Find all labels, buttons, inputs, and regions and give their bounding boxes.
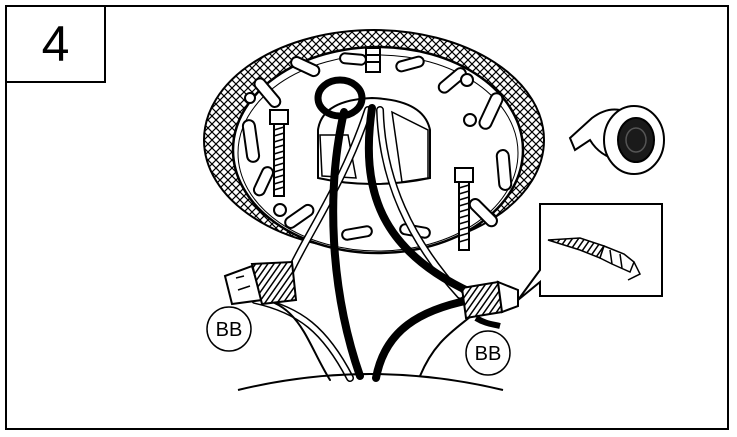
electrical-tape-icon — [568, 105, 665, 175]
label-bb-right: BB — [465, 330, 511, 376]
wire-bundle — [243, 76, 477, 382]
fixture-canopy — [237, 373, 504, 391]
label-bb-right-text: BB — [475, 343, 502, 365]
step-number-box: 4 — [5, 5, 106, 83]
label-bb-left-text: BB — [216, 319, 243, 341]
label-bb-left: BB — [206, 306, 252, 352]
mounting-plate — [231, 45, 525, 255]
step-number: 4 — [41, 16, 70, 72]
wire-connector-left — [223, 260, 298, 306]
wire-connector-right — [460, 280, 519, 329]
mounting-screw-right — [454, 167, 474, 251]
wire-twist-inset — [517, 203, 663, 301]
mounting-screw-left — [269, 109, 289, 197]
